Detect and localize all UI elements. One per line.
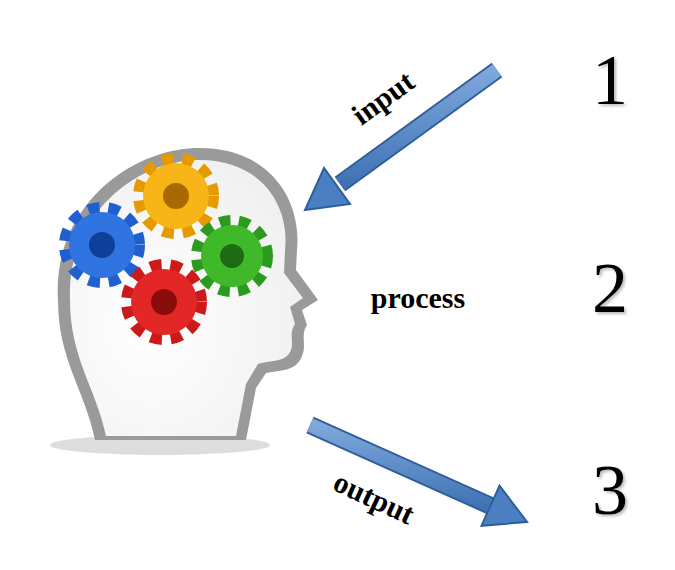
step-number: 1 (592, 44, 628, 116)
head-outline (58, 148, 318, 440)
step-label: process (371, 283, 465, 313)
step-label: input (347, 66, 420, 130)
gear-blue (66, 209, 138, 281)
step-number: 2 (592, 252, 628, 324)
head-face (70, 160, 303, 436)
gear-orange (140, 160, 212, 232)
gear-green (198, 222, 266, 290)
gear-red (128, 266, 200, 338)
step-number: 3 (592, 454, 628, 526)
